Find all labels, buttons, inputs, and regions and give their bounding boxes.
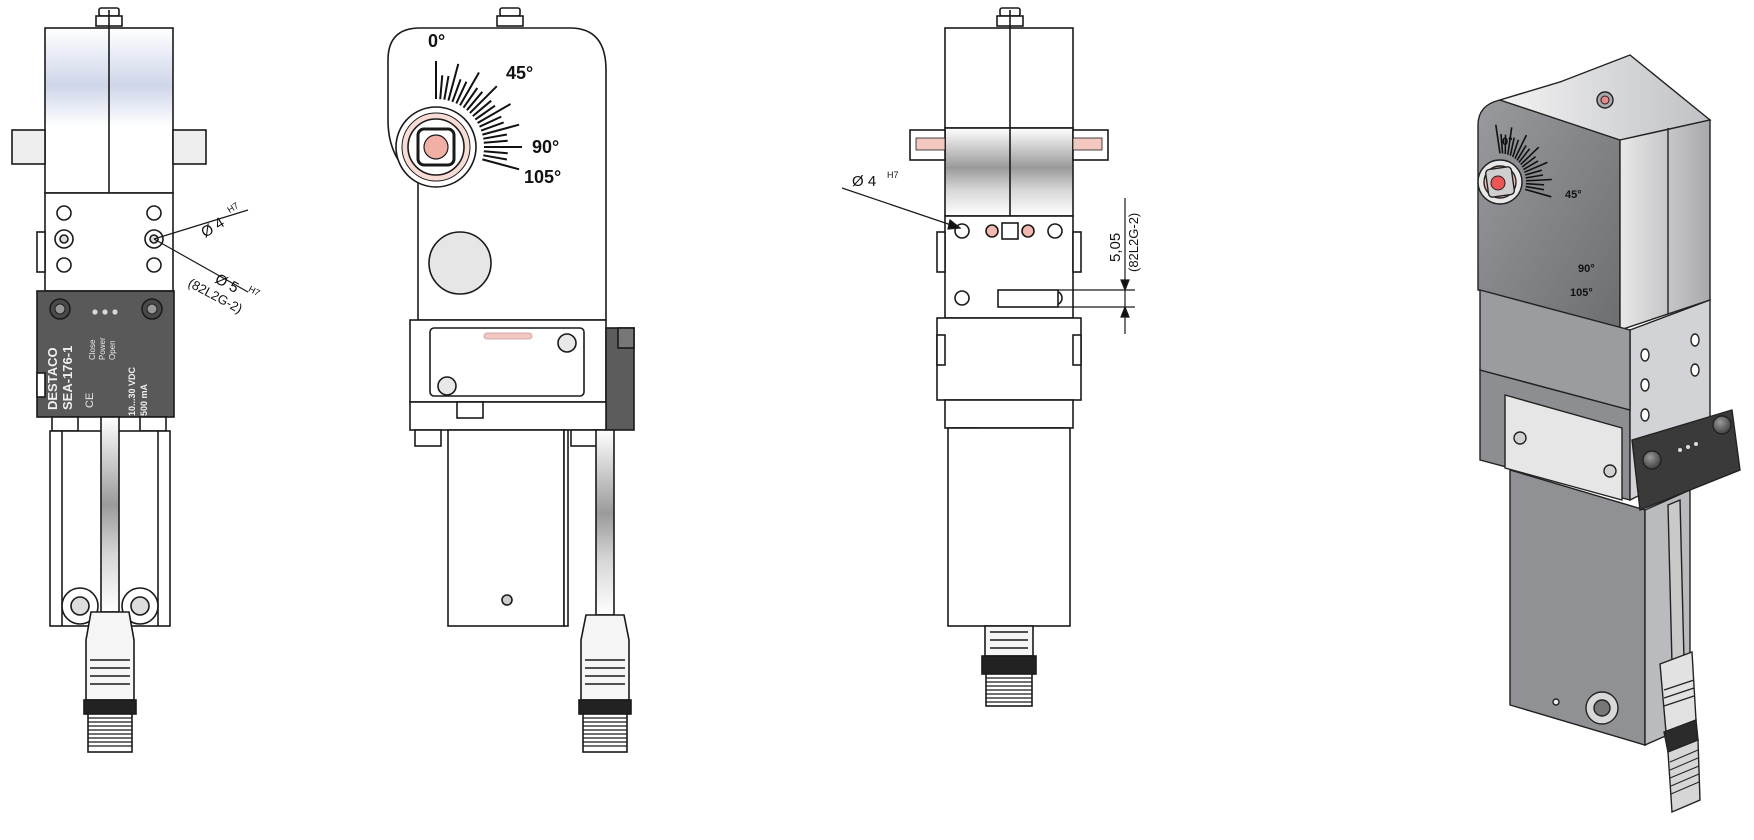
label-led-open: Open [108, 340, 117, 360]
front-lower [37, 373, 170, 752]
label-ce: CE [84, 393, 96, 408]
dim-hole-5-front: Ø 5 H7 (82L2G-2) [186, 258, 262, 321]
svg-text:(82L2G-2): (82L2G-2) [1126, 213, 1141, 272]
label-voltage: 10...30 VDC [127, 366, 137, 416]
scale-0: 0° [428, 31, 445, 51]
label-model: SEA-176-1 [60, 346, 75, 410]
iso-scale-45: 45° [1565, 189, 1582, 201]
label-led-power: Power [98, 337, 107, 360]
svg-text:H7: H7 [247, 284, 262, 298]
svg-text:H7: H7 [887, 170, 899, 180]
label-led-close: Close [88, 339, 97, 360]
label-current: 500 mA [139, 383, 149, 416]
back-view [910, 8, 1108, 706]
iso-scale-90: 90° [1578, 263, 1595, 275]
scale-90: 90° [532, 137, 559, 157]
iso-scale-0: 0° [1502, 136, 1513, 148]
iso-scale-105: 105° [1570, 287, 1593, 299]
scale-105: 105° [524, 167, 561, 187]
svg-text:Ø 4: Ø 4 [852, 173, 876, 190]
label-brand: DESTACO [45, 347, 60, 410]
scale-45: 45° [506, 63, 533, 83]
side-lower [410, 320, 634, 752]
dim-depth: 5,05 (82L2G-2) [1107, 213, 1141, 272]
svg-text:5,05: 5,05 [1107, 233, 1124, 262]
isometric-view [1478, 55, 1740, 812]
dim-hole-4-front: Ø 4 H7 [197, 200, 246, 241]
scale-tick [1526, 184, 1544, 185]
sensor-module-front: DESTACO SEA-176-1 Close Power Open CE 10… [37, 291, 174, 417]
dim-hole-4-back: Ø 4 H7 [852, 170, 899, 190]
